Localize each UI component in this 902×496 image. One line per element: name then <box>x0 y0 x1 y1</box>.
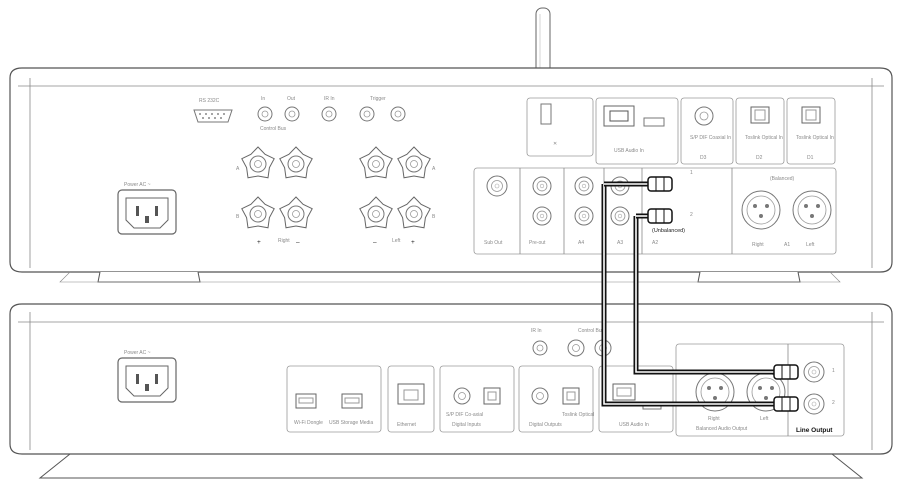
unbalanced-label: (Unbalanced) <box>652 228 685 234</box>
speaker-terminals: A B Right Left + – – + A B <box>236 146 436 246</box>
d1-toslink-label: Toslink Optical In <box>796 135 834 141</box>
lower-usb-audio-label: USB Audio In <box>619 422 649 428</box>
line-out-jack-1 <box>803 361 825 383</box>
din-coax-label: S/P DIF Co-axial <box>446 412 483 418</box>
svg-text:✕: ✕ <box>553 141 557 147</box>
control-bus-label: Control Bus <box>260 126 287 132</box>
line-out-jack-2 <box>803 393 825 415</box>
control-bus-in-label: In <box>261 96 265 102</box>
speaker-b-left-label: B <box>432 214 436 220</box>
line-ch2-label: 2 <box>832 400 835 406</box>
rca-cable <box>601 176 799 412</box>
d2-label: D2 <box>756 155 763 161</box>
lower-control-bus-label: Control Bus <box>578 328 605 334</box>
sub-out-label: Sub Out <box>484 240 503 246</box>
speaker-b-right-label: B <box>236 214 240 220</box>
rs232-port: RS 232C <box>193 98 233 123</box>
trigger-label: Trigger <box>370 96 386 102</box>
trigger-ports: Trigger <box>359 96 406 122</box>
speaker-post-2 <box>279 146 313 179</box>
lower-rca-plug-1 <box>773 364 799 380</box>
control-bus-out-label: Out <box>287 96 296 102</box>
speaker-a-right-label: A <box>236 166 240 172</box>
lower-usb-audio: USB Audio In <box>598 365 674 433</box>
ethernet-label: Ethernet <box>397 422 417 428</box>
lower-digital-inputs: S/P DIF Co-axial Digital Inputs <box>439 365 515 433</box>
speaker-post-8 <box>397 196 431 229</box>
usb-ports: Wi-Fi Dongle USB Storage Media <box>286 365 382 433</box>
digital-inputs-label: Digital Inputs <box>452 422 481 428</box>
d1-label: D1 <box>807 155 814 161</box>
upper-rca-plug-1 <box>647 176 673 192</box>
pre-out-label: Pre-out <box>529 240 546 246</box>
lower-power-inlet: Power AC ~ <box>117 350 177 403</box>
left-plus: + <box>411 239 415 246</box>
a2-ch2-label: 2 <box>690 212 693 218</box>
bal-right-label: Right <box>708 416 720 422</box>
d3-coax-label: S/P DIF Coaxial In <box>690 135 731 141</box>
a2-ch1-label: 1 <box>690 170 693 176</box>
a3-label: A3 <box>617 240 623 246</box>
balanced-out-label: Balanced Audio Output <box>696 426 748 432</box>
lower-power-label: Power AC ~ <box>124 350 151 356</box>
right-minus: – <box>296 239 300 246</box>
upper-rca-jack-2 <box>532 206 552 226</box>
balanced-label: (Balanced) <box>770 176 795 182</box>
speaker-post-6 <box>397 146 431 179</box>
upper-rca-jack-6 <box>610 206 630 226</box>
speaker-right-label: Right <box>278 238 290 244</box>
a1-label: A1 <box>784 242 790 248</box>
a1-left-label: Left <box>806 242 815 248</box>
sub-out-jack <box>486 175 508 197</box>
upper-rca-jack-3 <box>574 176 594 196</box>
a4-label: A4 <box>578 240 584 246</box>
speaker-post-7 <box>359 196 393 229</box>
lower-analog-out: Right Left Balanced Audio Output 1 2 Lin… <box>675 343 845 437</box>
control-bus-ports: In Out Control Bus <box>257 96 300 132</box>
lower-unit: Power AC ~ IR In Control Bus Wi-Fi Dongl… <box>9 303 893 479</box>
digital-outputs-label: Digital Outputs <box>529 422 562 428</box>
speaker-post-1 <box>241 146 275 179</box>
speaker-post-5 <box>359 146 393 179</box>
ethernet-port: Ethernet <box>387 365 435 433</box>
line-output-label: Line Output <box>796 427 833 434</box>
speaker-post-3 <box>241 196 275 229</box>
upper-rca-jack-4 <box>574 206 594 226</box>
wifi-dongle-label: Wi-Fi Dongle <box>294 420 323 426</box>
a1-right-label: Right <box>752 242 764 248</box>
bal-left-label: Left <box>760 416 769 422</box>
upper-digital-inputs: ✕ USB Audio In S/P DIF Coaxial In D3 Tos… <box>526 97 836 165</box>
rs232-label: RS 232C <box>199 98 220 104</box>
upper-unit: RS 232C In Out Control Bus IR In Trigger… <box>9 7 893 283</box>
dout-toslink-label: Toslink Optical <box>562 412 594 418</box>
d3-label: D3 <box>700 155 707 161</box>
ir-in-port: IR In <box>321 96 337 122</box>
usb-media-label: USB Storage Media <box>329 420 373 426</box>
lower-rca-plug-2 <box>773 396 799 412</box>
ir-in-label: IR In <box>324 96 335 102</box>
upper-rca-plug-2 <box>647 208 673 224</box>
a2-label: A2 <box>652 240 658 246</box>
lower-ir-label: IR In <box>531 328 542 334</box>
speaker-left-label: Left <box>392 238 401 244</box>
upper-power-label: Power AC ~ <box>124 182 151 188</box>
usb-audio-in-label: USB Audio In <box>614 148 644 154</box>
line-ch1-label: 1 <box>832 368 835 374</box>
left-minus: – <box>373 239 377 246</box>
upper-rca-jack-1 <box>532 176 552 196</box>
upper-power-inlet: Power AC ~ <box>117 182 177 235</box>
upper-analog-panel: Sub Out Pre-out A4 A3 A2 (Unbalanced) 1 … <box>473 167 837 255</box>
lower-digital-outputs: Toslink Optical Digital Outputs <box>518 365 594 433</box>
right-plus: + <box>257 239 261 246</box>
speaker-post-4 <box>279 196 313 229</box>
d2-toslink-label: Toslink Optical In <box>745 135 783 141</box>
speaker-a-left-label: A <box>432 166 436 172</box>
